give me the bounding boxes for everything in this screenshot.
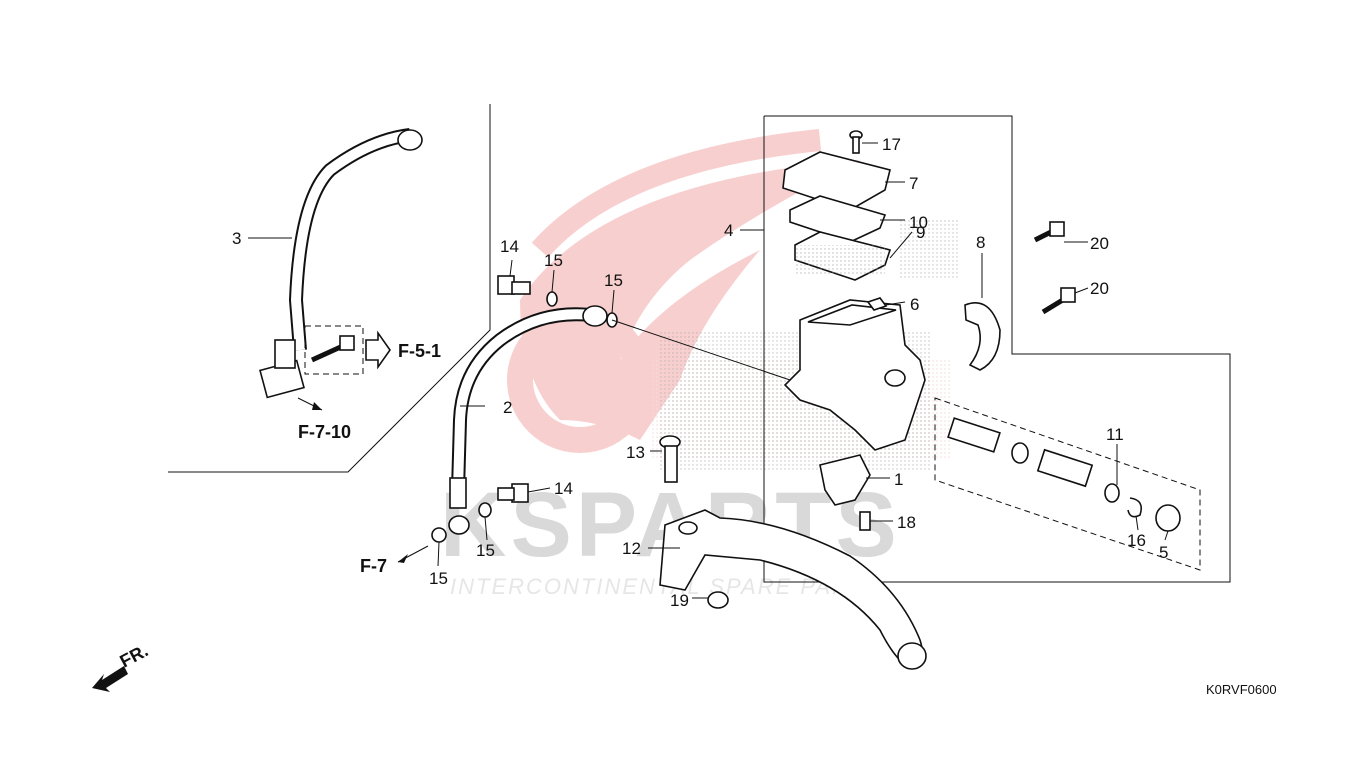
switch-part-1[interactable] [819, 454, 871, 506]
pivot-bolt-part-13[interactable] [659, 435, 681, 483]
callout-10[interactable]: 10 [909, 213, 928, 232]
bolt-14-top[interactable] [497, 275, 531, 295]
callout-3[interactable]: 3 [232, 229, 241, 248]
screw-part-18[interactable] [859, 511, 871, 531]
callout-14-top[interactable]: 14 [500, 237, 519, 256]
callout-20-a[interactable]: 20 [1090, 234, 1109, 253]
callout-12[interactable]: 12 [622, 539, 641, 558]
reservoir-cap-part-7[interactable] [782, 151, 891, 211]
callout-15-b[interactable]: 15 [604, 271, 623, 290]
diagram-code: K0RVF0600 [1206, 682, 1277, 697]
bolt-14-bottom[interactable] [497, 483, 529, 503]
callout-2[interactable]: 2 [503, 398, 512, 417]
ref-f-7-10[interactable]: F-7-10 [298, 422, 351, 442]
bolt-20-b[interactable] [1041, 287, 1076, 315]
callout-4[interactable]: 4 [724, 221, 733, 240]
callout-15-d[interactable]: 15 [429, 569, 448, 588]
callout-14-bottom[interactable]: 14 [554, 479, 573, 498]
bolt-20-a[interactable] [1033, 221, 1065, 243]
callout-7[interactable]: 7 [909, 174, 918, 193]
callout-15-a[interactable]: 15 [544, 251, 563, 270]
svg-text:FR.: FR. [116, 640, 151, 671]
callout-9[interactable]: 9 [916, 223, 925, 242]
inset-border [168, 104, 491, 473]
plate-part-10[interactable] [789, 195, 887, 243]
holder-part-8[interactable] [964, 302, 1001, 371]
callout-19[interactable]: 19 [670, 591, 689, 610]
front-arrow-icon: FR. [92, 640, 151, 692]
piston-kit-box [934, 397, 1201, 571]
screw-part-17[interactable] [849, 130, 863, 154]
callout-13[interactable]: 13 [626, 443, 645, 462]
callout-15-c[interactable]: 15 [476, 541, 495, 560]
ref-f-7[interactable]: F-7 [360, 556, 387, 576]
bolt-inset [310, 335, 355, 363]
boot-part-5[interactable] [1155, 504, 1181, 532]
callout-6[interactable]: 6 [910, 295, 919, 314]
washer-15-c[interactable] [478, 502, 492, 518]
callout-5[interactable]: 5 [1159, 543, 1168, 562]
clip-part-6[interactable] [866, 297, 888, 311]
callout-20-b[interactable]: 20 [1090, 279, 1109, 298]
assembly-box [763, 115, 1231, 583]
hose-part-2[interactable] [448, 305, 608, 535]
piston-kit-part-11[interactable] [947, 417, 1120, 503]
callout-18[interactable]: 18 [897, 513, 916, 532]
washer-15-a[interactable] [546, 291, 558, 307]
ref-box-f51 [304, 325, 364, 375]
callout-8[interactable]: 8 [976, 233, 985, 252]
callout-11[interactable]: 11 [1106, 425, 1124, 444]
callout-17[interactable]: 17 [882, 135, 901, 154]
circlip-part-16[interactable] [1127, 497, 1143, 518]
ref-f-5-1[interactable]: F-5-1 [398, 341, 441, 361]
nut-part-19[interactable] [707, 591, 729, 609]
arrow-icon [365, 330, 391, 370]
master-cylinder-body[interactable] [783, 299, 926, 451]
hose-part-3[interactable] [259, 128, 423, 399]
washer-15-d[interactable] [431, 527, 447, 543]
callout-1[interactable]: 1 [894, 470, 903, 489]
callout-16[interactable]: 16 [1127, 531, 1146, 550]
